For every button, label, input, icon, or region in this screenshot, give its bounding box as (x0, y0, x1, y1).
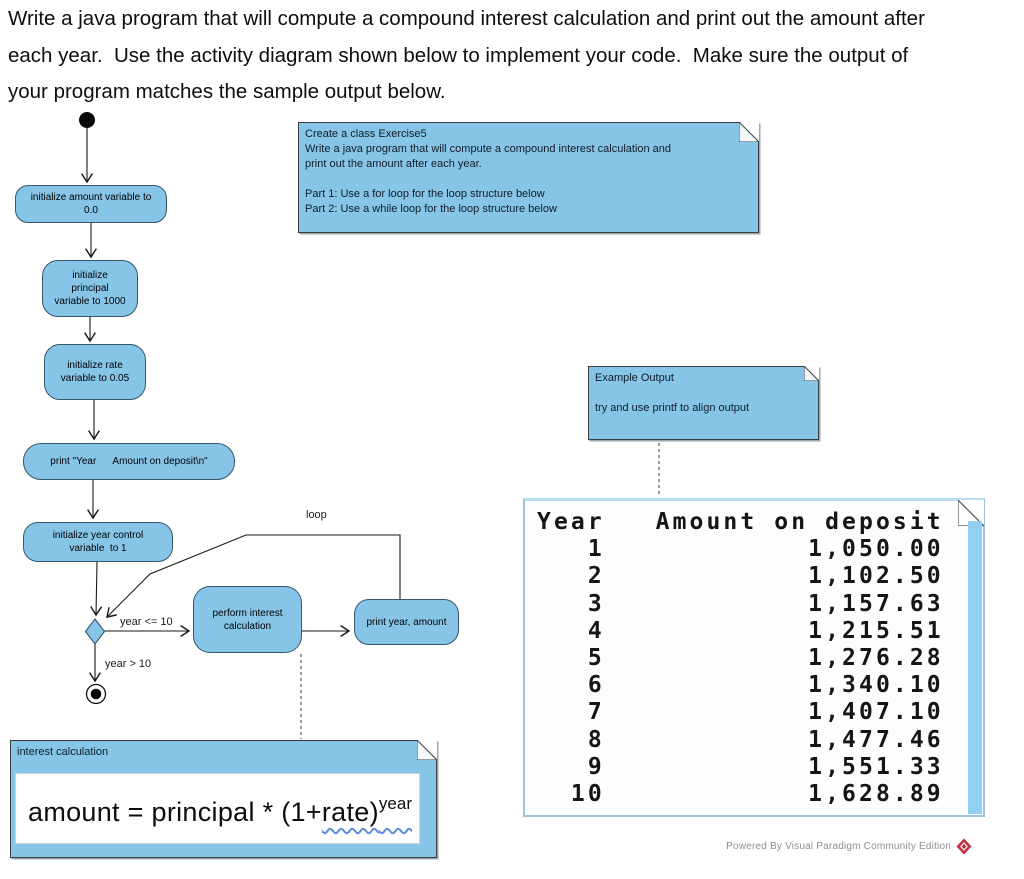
scrollbar-strip[interactable] (968, 521, 982, 814)
activity-init-year-control: initialize year control variable to 1 (23, 522, 173, 562)
activity-perform-interest-calculation: perform interest calculation (193, 586, 302, 653)
visual-paradigm-logo-icon (956, 838, 972, 854)
folded-corner-icon (417, 740, 437, 760)
final-node-outer (85, 683, 107, 705)
formula-rate: rate) (321, 796, 379, 827)
note-exercise5: Create a class Exercise5 Write a java pr… (298, 122, 759, 233)
formula-left: amount = principal * (1+ (28, 796, 322, 827)
folded-corner-icon (958, 500, 984, 526)
powered-by-text: Powered By Visual Paradigm Community Edi… (726, 840, 951, 852)
interest-formula: amount = principal * (1+rate)year (28, 795, 412, 826)
activity-init-amount: initialize amount variable to 0.0 (15, 185, 167, 223)
edge-init-year-to-decision (90, 561, 103, 617)
edge-label-year-gt-10: year > 10 (105, 658, 152, 670)
formula-wavy-part: rate)year (321, 793, 412, 827)
console-output: Year Amount on deposit 1 1,050.00 2 1,10… (523, 498, 985, 817)
note-interest-calculation: interest calculation amount = principal … (10, 740, 437, 858)
initial-node (79, 112, 95, 128)
final-node-inner (90, 688, 102, 700)
interest-formula-box: amount = principal * (1+rate)year (15, 773, 420, 844)
activity-init-principal: initialize principal variable to 1000 (42, 260, 138, 317)
folded-corner-icon (804, 366, 819, 381)
edge-label-loop: loop (306, 509, 327, 521)
edge-label-year-lte-10: year <= 10 (120, 616, 173, 628)
note-interest-title: interest calculation (17, 746, 109, 758)
decision-diamond (84, 618, 106, 645)
footer-credit: Powered By Visual Paradigm Community Edi… (520, 836, 972, 856)
console-output-text: Year Amount on deposit 1 1,050.00 2 1,10… (537, 509, 944, 808)
note-exercise5-text: Create a class Exercise5 Write a java pr… (305, 128, 672, 215)
formula-exponent: year (378, 793, 412, 813)
activity-print-year-amount: print year, amount (354, 599, 459, 645)
activity-init-rate: initialize rate variable to 0.05 (44, 344, 146, 400)
activity-print-header: print "Year Amount on deposit\n" (23, 443, 235, 480)
folded-corner-icon (739, 122, 759, 142)
assignment-instructions: Write a java program that will compute a… (8, 7, 925, 103)
note-example-output-text: Example Output try and use printf to ali… (595, 372, 750, 414)
note-example-output: Example Output try and use printf to ali… (588, 366, 819, 440)
